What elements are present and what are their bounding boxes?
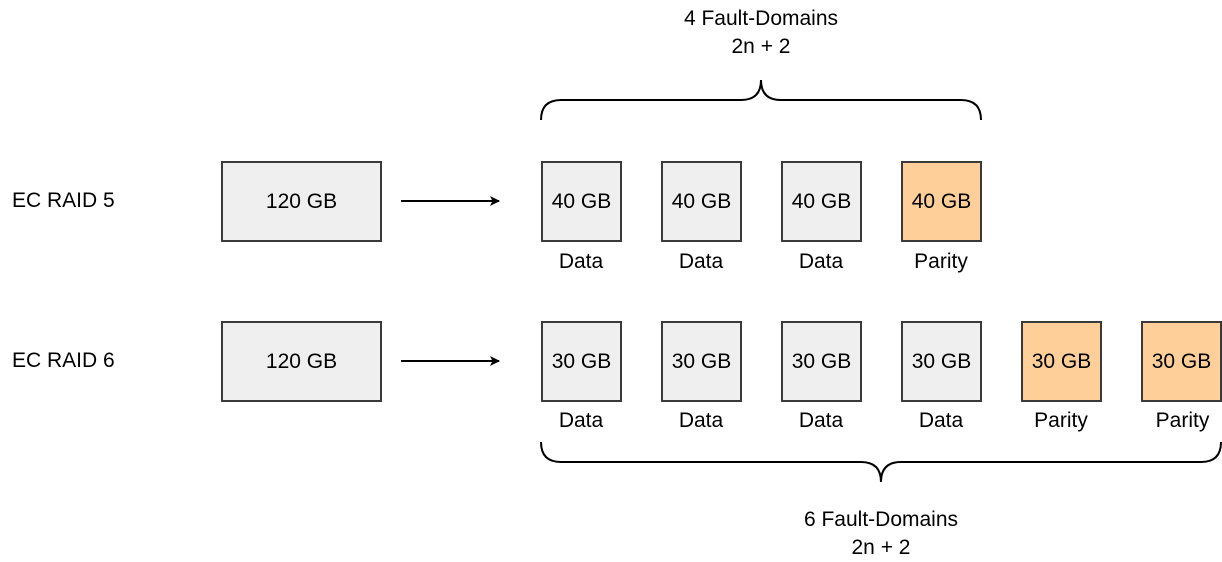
raid5-chunk-2: 40 GB (661, 161, 742, 242)
raid6-fault-domain-label: 6 Fault-Domains 2n + 2 (731, 506, 1031, 562)
raid6-fault-domain-count: 6 Fault-Domains (803, 508, 959, 531)
raid6-source-volume: 120 GB (221, 321, 382, 402)
raid6-parity-chunk-2-role: Parity (1101, 408, 1222, 434)
raid5-chunk-1: 40 GB (541, 161, 622, 242)
raid5-formula: 2n + 2 (731, 35, 791, 58)
raid5-source-volume: 120 GB (221, 161, 382, 242)
raid6-chunk-2-role: Data (678, 409, 724, 432)
raid6-chunk-4: 30 GB (901, 321, 982, 402)
raid6-chunk-4-role: Data (918, 409, 964, 432)
raid5-chunk-2-role: Data (678, 250, 724, 273)
raid5-row-label: EC RAID 5 (12, 189, 115, 212)
raid5-parity-chunk-1: 40 GB (901, 161, 982, 242)
raid5-fault-domain-brace (540, 79, 982, 121)
raid5-parity-chunk-1-role: Parity (914, 250, 968, 273)
raid6-parity-chunk-2: 30 GB (1141, 321, 1222, 402)
raid6-chunk-3-role: Data (798, 409, 844, 432)
raid5-fault-domain-label: 4 Fault-Domains 2n + 2 (611, 5, 911, 61)
raid5-chunk-3: 40 GB (781, 161, 862, 242)
raid6-chunk-1-role: Data (558, 409, 604, 432)
raid5-fault-domain-count: 4 Fault-Domains (683, 7, 839, 30)
raid5-chunk-1-role: Data (558, 250, 604, 273)
raid6-chunk-3: 30 GB (781, 321, 862, 402)
raid6-row-label: EC RAID 6 (12, 349, 115, 372)
raid6-parity-chunk-1: 30 GB (1021, 321, 1102, 402)
raid6-parity-chunk-1-role: Parity (1034, 409, 1088, 432)
raid6-fault-domain-brace (540, 441, 1222, 483)
raid6-parity-chunk-2-role-text: Parity (1155, 409, 1210, 432)
raid6-chunk-2: 30 GB (661, 321, 742, 402)
raid5-chunk-3-role: Data (798, 250, 844, 273)
raid6-chunk-1: 30 GB (541, 321, 622, 402)
raid6-formula: 2n + 2 (851, 536, 911, 559)
